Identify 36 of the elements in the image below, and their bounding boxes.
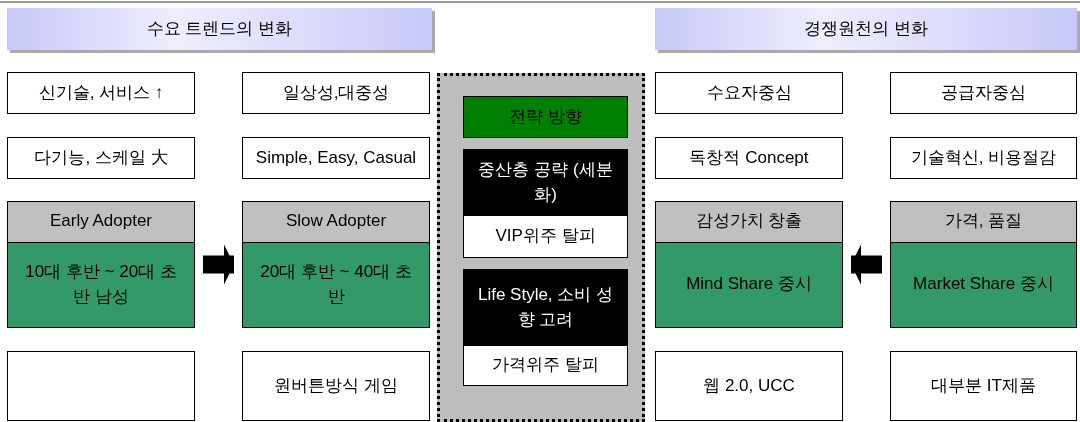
segment-label: 감성가치 창출 bbox=[656, 202, 842, 243]
text-box: 원버튼방식 게임 bbox=[242, 351, 430, 421]
text-box bbox=[7, 351, 195, 421]
segment-box bbox=[7, 201, 195, 328]
section-header: 경쟁원천의 변화 bbox=[655, 8, 1077, 50]
strategy-panel bbox=[437, 73, 645, 422]
section-header: 수요 트렌드의 변화 bbox=[7, 8, 432, 50]
segment-description: Mind Share 중시 bbox=[656, 242, 842, 327]
text-box: 신기술, 서비스 ↑ bbox=[7, 72, 195, 114]
text-box: 기술혁신, 비용절감 bbox=[890, 137, 1077, 179]
segment-label: 가격, 품질 bbox=[891, 202, 1076, 243]
segment-box bbox=[655, 201, 843, 328]
segment-description: 10대 후반 ~ 20대 초반 남성 bbox=[8, 242, 194, 327]
strategy-note: VIP위주 탈피 bbox=[464, 215, 627, 257]
segment-label: Slow Adopter bbox=[243, 202, 429, 243]
segment-description: Market Share 중시 bbox=[891, 242, 1076, 327]
text-box: 일상성,대중성 bbox=[242, 72, 430, 114]
segment-description: 20대 후반 ~ 40대 초반 bbox=[243, 242, 429, 327]
strategy-box bbox=[463, 269, 628, 386]
text-box: 다기능, 스케일 大 bbox=[7, 137, 195, 179]
segment-box bbox=[890, 201, 1077, 328]
strategy-note: 가격위주 탈피 bbox=[464, 345, 627, 385]
text-box: Simple, Easy, Casual bbox=[242, 137, 430, 179]
block-arrow bbox=[851, 244, 882, 285]
text-box: 수요자중심 bbox=[655, 72, 843, 114]
text-box: 웹 2.0, UCC bbox=[655, 351, 843, 421]
segment-box bbox=[242, 201, 430, 328]
strategy-title-box: 전략 방향 bbox=[463, 96, 628, 138]
block-arrow bbox=[203, 244, 234, 285]
strategy-label: 중산층 공략 (세분화) bbox=[464, 150, 627, 216]
text-box: 대부분 IT제품 bbox=[890, 351, 1077, 421]
text-box: 독창적 Concept bbox=[655, 137, 843, 179]
text-box: 공급자중심 bbox=[890, 72, 1077, 114]
strategy-box bbox=[463, 149, 628, 258]
segment-label: Early Adopter bbox=[8, 202, 194, 243]
strategy-label: Life Style, 소비 성향 고려 bbox=[464, 270, 627, 346]
